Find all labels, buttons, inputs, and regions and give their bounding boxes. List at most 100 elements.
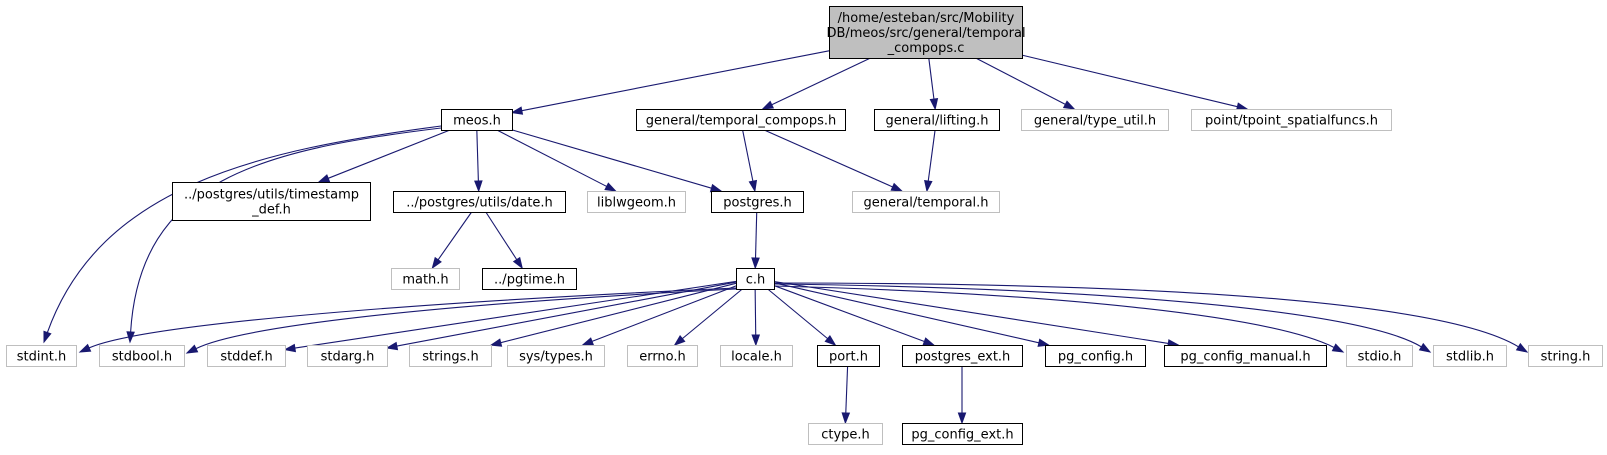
node-box (874, 109, 1000, 131)
edge-arrowhead (748, 179, 758, 193)
edge-meos_h-to-postgres_h (511, 129, 723, 193)
edge-arrowhead (431, 256, 442, 270)
node-stddef-h: stddef.h (207, 345, 286, 367)
edge-meos_h-to-stdbool_h (126, 127, 442, 344)
node-pg-config-h[interactable]: pg_config.h (1045, 345, 1146, 367)
node-general-lifting-h[interactable]: general/lifting.h (874, 109, 1000, 131)
edge-c_h-to-string_h (773, 282, 1529, 353)
node-label-line: _compops.c (887, 41, 965, 56)
node-timestamp-def-h[interactable]: ../postgres/utils/timestamp_def.h (172, 182, 371, 221)
node-general-temporal-compops-h[interactable]: general/temporal_compops.h (636, 109, 846, 131)
node-box (307, 345, 388, 367)
node-stdlib-h: stdlib.h (1433, 345, 1507, 367)
node-label-line: /home/esteban/src/Mobility (838, 11, 1015, 26)
node-box (99, 345, 185, 367)
edge-path (396, 281, 737, 347)
edge-date_h-to-math_h (431, 211, 473, 270)
node-box (391, 268, 460, 290)
edge-arrowhead (890, 182, 904, 192)
node-pg-config-ext-h[interactable]: pg_config_ext.h (902, 423, 1023, 445)
node-sys-types-h: sys/types.h (507, 345, 605, 367)
edge-path (476, 129, 479, 182)
edge-path (591, 285, 737, 342)
edge-path (928, 57, 935, 100)
node-label-line: postgres.h (723, 196, 792, 211)
node-label-line: postgres_ext.h (915, 350, 1011, 365)
node-label-line: locale.h (731, 350, 782, 365)
node-label-line: ../postgres/utils/date.h (406, 196, 553, 211)
edge-general_temporal_compops_h-to-general_temporal_h (763, 129, 904, 192)
node-label-line: pg_config_ext.h (911, 428, 1013, 443)
node-math-h: math.h (391, 268, 460, 290)
node-pgtime-h[interactable]: ../pgtime.h (482, 268, 577, 290)
edge-arrowhead (751, 257, 760, 270)
node-label-line: sys/types.h (519, 350, 593, 365)
edge-arrowhead (1515, 342, 1529, 353)
node-label-line: ../pgtime.h (494, 273, 565, 288)
node-box (627, 345, 698, 367)
edge-arrowhead (474, 180, 483, 193)
edge-meos_h-to-stdint_h (43, 125, 442, 344)
edge-path (773, 282, 1040, 344)
edge-arrowhead (761, 100, 775, 110)
edge-arrowhead (385, 341, 399, 351)
node-label-line: meos.h (453, 114, 501, 129)
edge-path (88, 287, 737, 349)
edge-arrowhead (489, 338, 503, 347)
edge-c_h-to-pg_config_h (773, 282, 1051, 347)
edge-c_h-to-stdbool_h (185, 288, 737, 354)
node-label-line: general/lifting.h (886, 114, 989, 129)
edge-arrowhead (922, 337, 936, 346)
node-date-h[interactable]: ../postgres/utils/date.h (393, 191, 566, 213)
edge-path (773, 285, 925, 343)
node-stdbool-h: stdbool.h (99, 345, 185, 367)
node-postgres-ext-h[interactable]: postgres_ext.h (902, 345, 1023, 367)
edge-postgres_ext_h-to-pg_config_ext_h (957, 366, 967, 425)
edge-postgres_h-to-c_h (751, 211, 760, 270)
node-c-h[interactable]: c.h (736, 268, 775, 290)
node-box (172, 182, 371, 221)
edge-path (195, 288, 737, 350)
edge-arrowhead (185, 344, 199, 354)
edge-arrowhead (957, 412, 967, 425)
edge-c_h-to-strings_h (489, 282, 737, 347)
edge-arrowhead (283, 343, 297, 353)
node-label-line: string.h (1541, 350, 1591, 365)
edge-path (511, 129, 712, 189)
edge-arrowhead (1062, 100, 1076, 110)
edge-arrowhead (604, 182, 617, 192)
node-box (902, 345, 1023, 367)
node-label-line: general/temporal.h (863, 196, 988, 211)
edge-root-to-general_lifting_h (928, 57, 939, 111)
edge-arrowhead (751, 334, 761, 347)
node-port-h[interactable]: port.h (817, 345, 880, 367)
node-postgres-h[interactable]: postgres.h (711, 191, 804, 213)
edge-c_h-to-stddef_h (283, 280, 737, 353)
node-box (393, 191, 566, 213)
node-pg-config-manual-h[interactable]: pg_config_manual.h (1164, 345, 1327, 367)
node-label-line: general/type_util.h (1034, 114, 1156, 129)
node-label-line: point/tpoint_spatialfuncs.h (1205, 114, 1378, 129)
edge-root-to-point_tpoint_spatialfuncs_h (1021, 54, 1249, 111)
edge-root-to-general_temporal_compops_h (761, 57, 871, 110)
node-box (1191, 109, 1392, 131)
edge-c_h-to-stdlib_h (773, 283, 1432, 353)
edge-general_temporal_compops_h-to-postgres_h (742, 129, 758, 193)
node-box (829, 6, 1023, 59)
nodes-layer: /home/esteban/src/MobilityDB/meos/src/ge… (6, 6, 1603, 445)
edge-arrowhead (512, 256, 523, 270)
edge-arrowhead (581, 337, 595, 346)
node-errno-h: errno.h (627, 345, 698, 367)
edge-meos_h-to-timestamp_def_h (317, 129, 451, 183)
edge-path (294, 280, 737, 349)
edge-c_h-to-locale_h (751, 288, 761, 347)
edge-path (771, 57, 871, 106)
node-root: /home/esteban/src/MobilityDB/meos/src/ge… (826, 6, 1026, 59)
edge-general_lifting_h-to-general_temporal_h (924, 129, 936, 193)
edge-path (773, 280, 1169, 344)
node-box (852, 191, 1000, 213)
edge-arrowhead (510, 106, 524, 115)
edge-path (773, 282, 1519, 348)
node-meos-h[interactable]: meos.h (441, 109, 513, 131)
